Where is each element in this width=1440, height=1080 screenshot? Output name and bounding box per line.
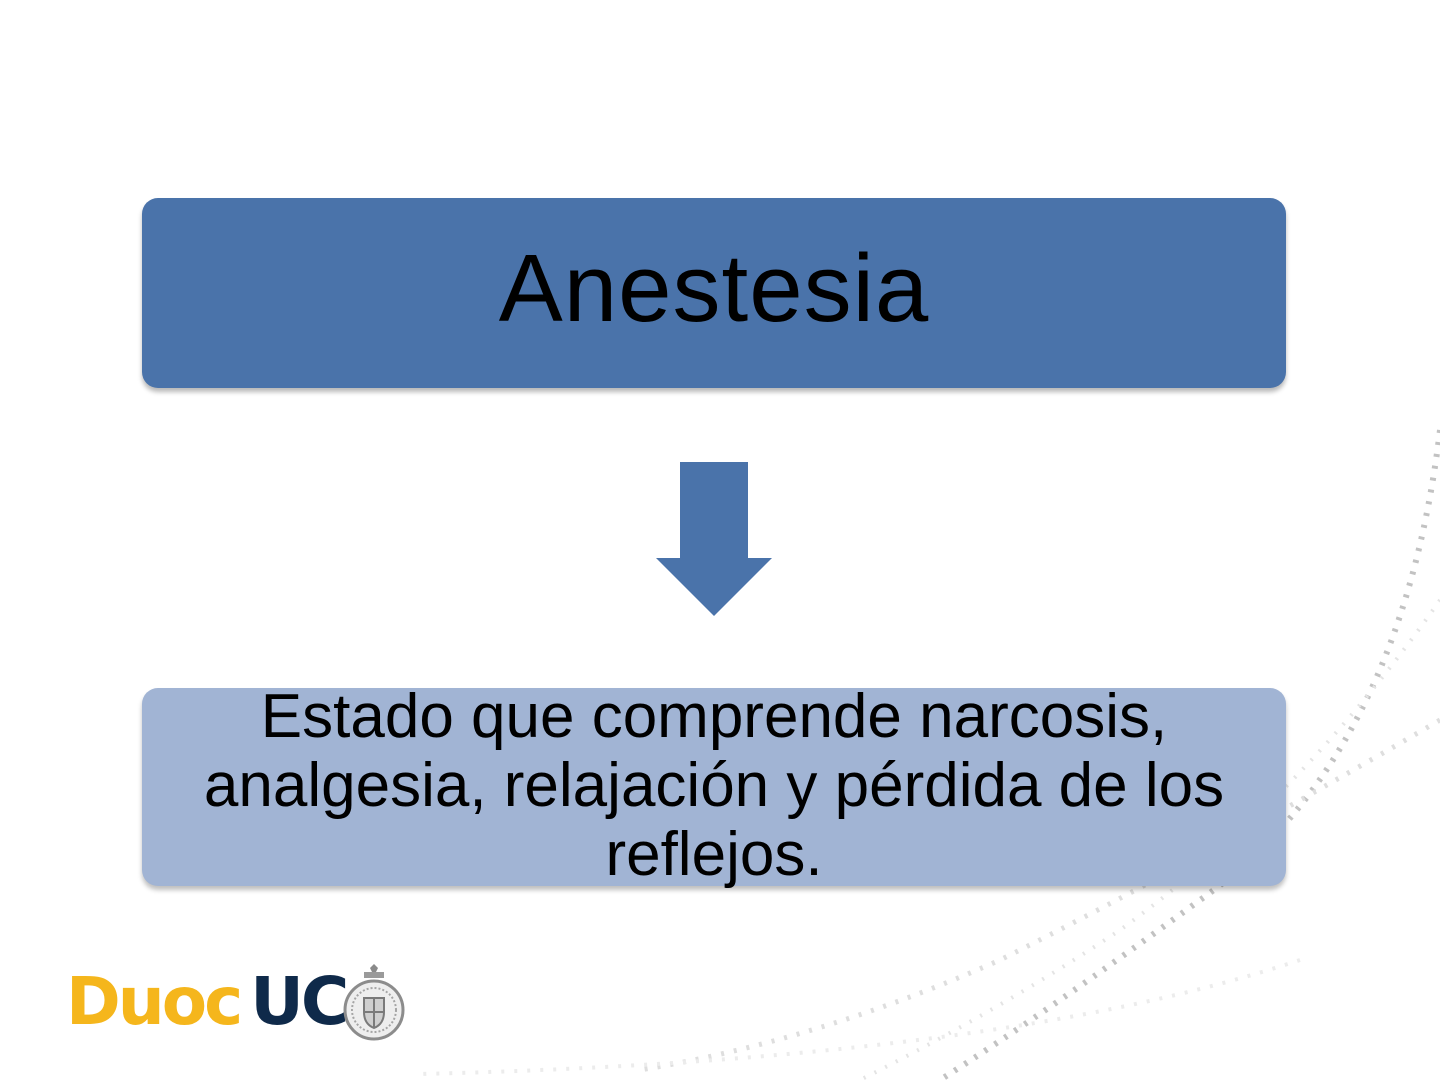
concept-box-anestesia: Anestesia: [142, 198, 1286, 388]
concept-title: Anestesia: [498, 235, 930, 342]
definition-box: Estado que comprende narcosis, analgesia…: [142, 682, 1286, 889]
logo-uc-text: UC: [250, 963, 349, 1040]
definition-text: Estado que comprende narcosis, analgesia…: [203, 681, 1225, 889]
down-arrow-icon: [656, 462, 772, 616]
university-seal-icon: [343, 964, 405, 1041]
duoc-uc-logo: Duoc UC: [66, 962, 406, 1042]
logo-duoc-text: Duoc: [66, 963, 243, 1040]
